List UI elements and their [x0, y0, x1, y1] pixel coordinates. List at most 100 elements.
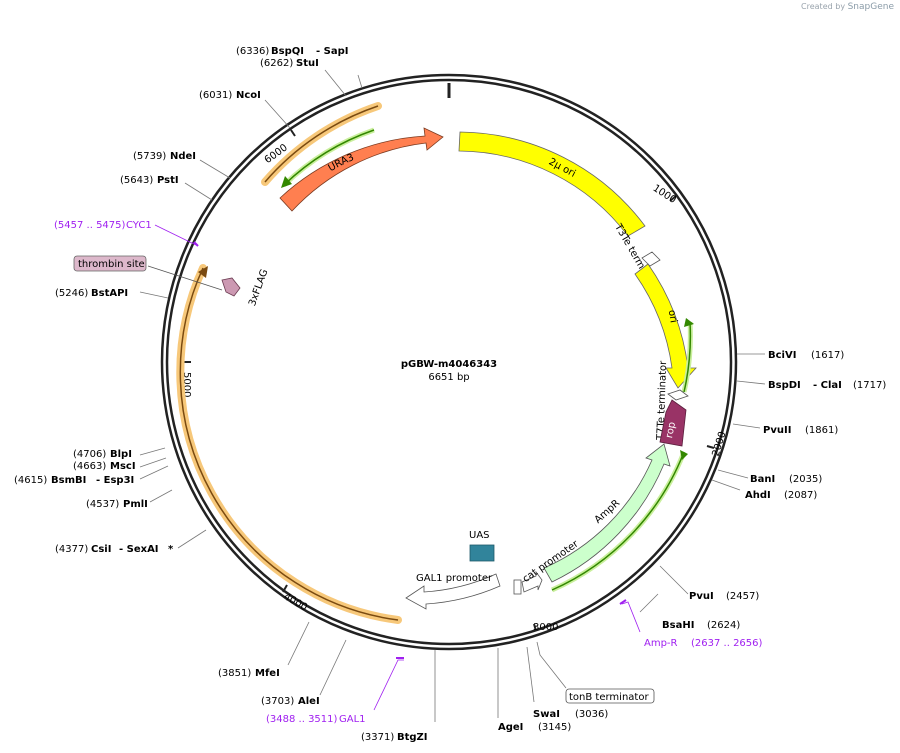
site-csii[interactable]: (4377) CsiI - SexAI * — [55, 544, 174, 555]
site-ahdi[interactable]: AhdI (2087) — [745, 490, 817, 501]
tonb-terminator-callout[interactable]: tonB terminator — [565, 688, 655, 704]
thrombin-label: thrombin site — [78, 259, 145, 270]
site-agei[interactable]: AgeI (3145) — [498, 722, 571, 733]
leader-bsmbi — [139, 465, 169, 480]
upper-orange-inner-line — [264, 105, 379, 183]
leader-bstapi — [139, 291, 169, 299]
site-swai-name: SwaI — [533, 709, 560, 720]
leader-cyc1 — [154, 224, 197, 246]
site-pmli[interactable]: (4537) PmlI — [86, 499, 148, 510]
site-btgzi[interactable]: (3371) BtgZI — [361, 732, 428, 743]
site-psti[interactable]: (5643) PstI — [120, 175, 179, 186]
site-csii-pos: (4377) — [55, 544, 88, 555]
uas-feature[interactable] — [469, 544, 495, 562]
site-alei[interactable]: (3703) AleI — [261, 696, 320, 707]
ura3-feature[interactable] — [279, 127, 444, 212]
tonb-feature[interactable] — [513, 579, 522, 595]
site-cyc1[interactable]: (5457 .. 5475) CYC1 — [54, 220, 152, 231]
site-blpi[interactable]: (4706) BlpI — [73, 449, 132, 460]
leader-blpi — [139, 447, 166, 456]
tick-3000 — [533, 623, 537, 632]
site-bcivi[interactable]: BciVI (1617) — [768, 350, 844, 361]
lower-green-arrowhead — [680, 450, 688, 460]
site-bspqi-pos: (6336) — [236, 46, 269, 57]
rop-label: rop — [664, 421, 678, 439]
site-ndei-name: NdeI — [170, 151, 196, 162]
site-pvuii[interactable]: PvuII (1861) — [763, 425, 838, 436]
site-bcivi-pos: (1617) — [811, 350, 844, 361]
site-btgzi-pos: (3371) — [361, 732, 394, 743]
gal1-promoter-feature[interactable] — [405, 573, 501, 610]
tick-4000 — [282, 584, 288, 593]
site-agei-pos: (3145) — [538, 722, 571, 733]
site-stui-name: StuI — [296, 58, 319, 69]
site-bspdi-name: BspDI — [768, 380, 801, 391]
site-bspdi-pos: (1717) — [853, 380, 886, 391]
cat-promoter-feature[interactable] — [521, 570, 543, 593]
site-bsmbi-name: BsmBI — [51, 475, 86, 486]
site-mfei[interactable]: (3851) MfeI — [218, 668, 280, 679]
tonb-box — [565, 688, 655, 704]
ampr-primer-marker — [619, 599, 627, 605]
site-ncoi[interactable]: (6031) NcoI — [199, 90, 261, 101]
ampr-feature[interactable] — [543, 443, 671, 583]
tick-label-1000: 1000 — [651, 183, 678, 206]
uas-label: UAS — [469, 530, 490, 541]
leader-ndei — [199, 159, 231, 179]
site-ndei[interactable]: (5739) NdeI — [133, 151, 196, 162]
ori-feature[interactable] — [634, 263, 697, 389]
leader-ampr-primer — [621, 601, 641, 633]
ori-label: ori — [666, 309, 679, 324]
thrombin-box — [73, 255, 147, 272]
site-bstapi-name: BstAPI — [91, 288, 128, 299]
site-bstapi[interactable]: (5246) BstAPI — [55, 288, 128, 299]
leader-bspqi — [357, 74, 363, 89]
site-bstapi-pos: (5246) — [55, 288, 88, 299]
leader-pvui-b — [659, 565, 689, 595]
leader-pvuii — [732, 423, 761, 429]
two-mu-ori-feature[interactable] — [458, 131, 646, 237]
site-bsahi[interactable]: BsaHI (2624) — [662, 620, 740, 631]
site-gal1-name: GAL1 — [339, 714, 366, 725]
site-ahdi-name: AhdI — [745, 490, 771, 501]
site-bani[interactable]: BanI (2035) — [750, 474, 822, 485]
snapgene-credit: Created by SnapGene — [801, 2, 894, 12]
site-bsmbi[interactable]: (4615) BsmBI - Esp3I — [14, 475, 134, 486]
site-pvuii-pos: (1861) — [805, 425, 838, 436]
orange-orf-arrowhead — [198, 266, 208, 278]
site-psti-name: PstI — [157, 175, 179, 186]
site-gal1[interactable]: (3488 .. 3511) GAL1 — [266, 714, 366, 725]
flag-feature[interactable] — [221, 277, 241, 297]
rop-feature[interactable] — [659, 399, 687, 447]
site-swai[interactable]: SwaI (3036) — [533, 709, 608, 720]
site-alei-pos: (3703) — [261, 696, 294, 707]
site-ampr-primer-range: (2637 .. 2656) — [691, 638, 763, 649]
leader-gal1 — [373, 659, 404, 711]
site-bspqi-extra: - SapI — [316, 46, 348, 57]
site-bsahi-name: BsaHI — [662, 620, 694, 631]
site-agei-name: AgeI — [498, 722, 523, 733]
site-alei-name: AleI — [298, 696, 320, 707]
tick-label-3000: 3000 — [533, 622, 558, 633]
site-ampr-primer[interactable]: Amp-R (2637 .. 2656) — [644, 638, 763, 649]
tonb-label: tonB terminator — [569, 692, 649, 703]
site-bspqi-name: BspQI — [271, 46, 304, 57]
t3te-feature[interactable] — [641, 251, 661, 267]
plasmid-length: 6651 bp — [428, 372, 469, 383]
site-bspqi[interactable]: (6336) BspQI - SapI — [236, 46, 348, 57]
site-cyc1-name: CYC1 — [126, 220, 152, 231]
site-stui[interactable]: (6262) StuI — [260, 58, 319, 69]
site-psti-pos: (5643) — [120, 175, 153, 186]
site-msci[interactable]: (4663) MscI — [73, 461, 136, 472]
leader-ahdi — [711, 479, 741, 491]
leader-csii — [177, 529, 207, 549]
tick-2000 — [706, 445, 715, 449]
site-pmli-name: PmlI — [123, 499, 148, 510]
site-mfei-pos: (3851) — [218, 668, 251, 679]
site-bspdi[interactable]: BspDI - ClaI (1717) — [768, 380, 886, 391]
site-pvui-b[interactable]: PvuI (2457) — [689, 591, 759, 602]
site-bcivi-name: BciVI — [768, 350, 796, 361]
upper-green-arrowhead — [281, 176, 292, 188]
t7te-feature[interactable] — [667, 389, 689, 401]
